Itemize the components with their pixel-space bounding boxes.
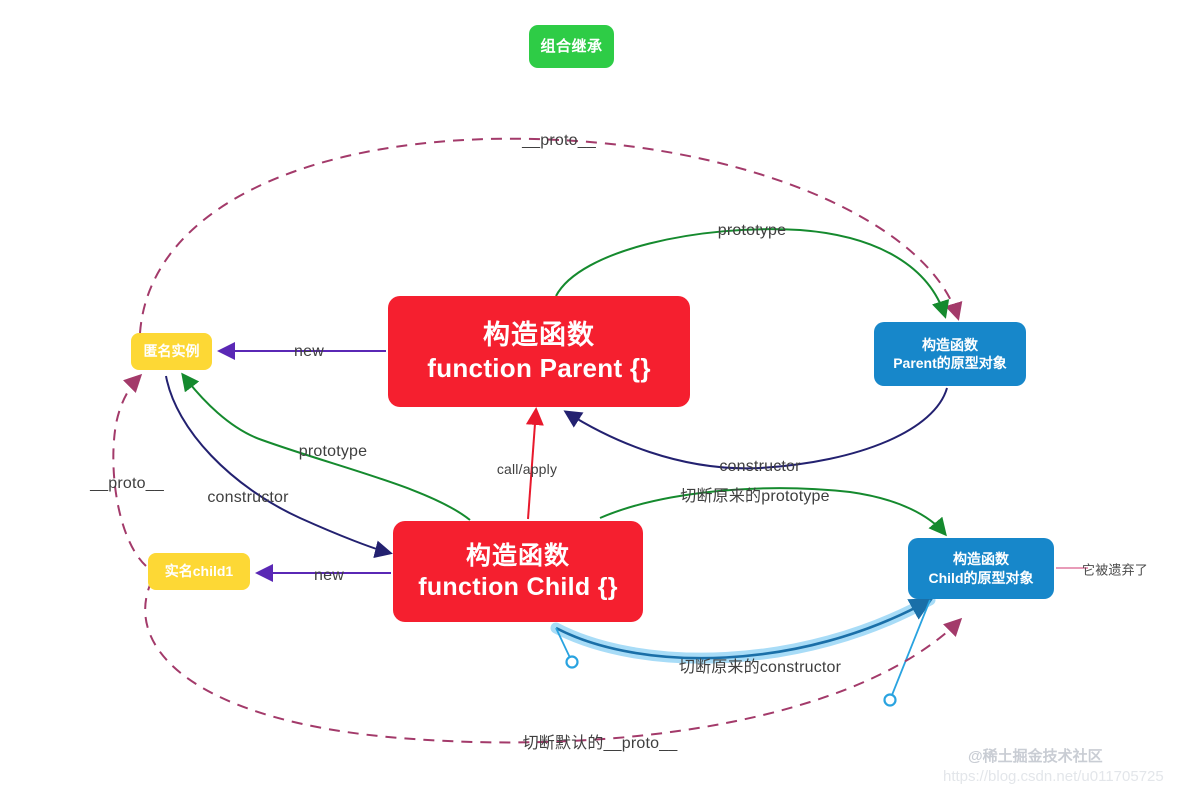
edge-label-parent-prototype[interactable]: prototype [717, 222, 787, 239]
node-named-child[interactable]: 实名child1 [148, 553, 250, 590]
node-anonymous-instance[interactable]: 匿名实例 [131, 333, 212, 370]
edge-label-call-apply[interactable]: call/apply [496, 461, 558, 477]
edge-cut-constructor[interactable] [555, 598, 934, 660]
node-title-box[interactable]: 组合继承 [529, 25, 614, 68]
edge-label-cut-prototype[interactable]: 切断原来的prototype [680, 488, 830, 505]
edge-proto-constructor[interactable] [563, 387, 948, 470]
node-child-prototype-line1: 构造函数 [953, 551, 1009, 568]
edge-child-constructor[interactable] [165, 375, 393, 559]
edge-handle-line-end [889, 599, 931, 701]
node-child[interactable]: 构造函数 function Child {} [393, 521, 643, 622]
edge-anon-prototype[interactable] [181, 372, 471, 521]
edge-left-proto[interactable] [112, 373, 147, 567]
edge-control-handle-start[interactable] [565, 655, 579, 669]
node-parent-line1: 构造函数 [483, 319, 595, 350]
node-child-prototype[interactable]: 构造函数 Child的原型对象 [908, 538, 1054, 599]
node-parent-prototype-line2: Parent的原型对象 [893, 355, 1007, 371]
edge-call-apply[interactable] [525, 407, 544, 520]
node-child-prototype-line2: Child的原型对象 [928, 569, 1034, 586]
node-title-label: 组合继承 [540, 37, 603, 55]
edge-label-cut-constructor[interactable]: 切断原来的constructor [678, 659, 842, 676]
node-parent-prototype-line1: 构造函数 [922, 336, 978, 353]
edge-top-proto[interactable] [139, 137, 963, 334]
node-parent-line2: function Parent {} [427, 352, 651, 383]
edge-label-anon-prototype[interactable]: prototype [298, 443, 368, 460]
edge-parent-prototype[interactable] [555, 228, 950, 319]
edge-label-top-proto[interactable]: __proto__ [522, 132, 596, 149]
watermark-community: @稀土掘金技术社区 [968, 748, 1103, 765]
edge-cut-prototype[interactable] [599, 487, 947, 537]
edge-control-handle-end[interactable] [883, 693, 897, 707]
edge-cut-default-proto[interactable] [144, 579, 963, 744]
node-parent[interactable]: 构造函数 function Parent {} [388, 296, 690, 407]
node-child-line2: function Child {} [418, 572, 618, 601]
node-named-child-label: 实名child1 [164, 563, 234, 580]
node-anonymous-instance-label: 匿名实例 [143, 343, 200, 360]
node-child-line1: 构造函数 [465, 541, 570, 570]
edge-label-child-new[interactable]: new [314, 567, 344, 584]
edge-label-child-constructor[interactable]: constructor [207, 489, 289, 506]
watermark-url: https://blog.csdn.net/u011705725 [943, 768, 1164, 785]
edge-label-cut-default-proto[interactable]: 切断默认的__proto__ [522, 735, 678, 752]
edge-label-abandoned-note[interactable]: 它被遗弃了 [1082, 562, 1149, 578]
node-parent-prototype[interactable]: 构造函数 Parent的原型对象 [874, 322, 1026, 386]
edge-label-left-proto[interactable]: __proto__ [90, 475, 164, 492]
edge-label-parent-new[interactable]: new [294, 343, 324, 360]
edge-label-proto-constructor[interactable]: constructor [719, 458, 801, 475]
